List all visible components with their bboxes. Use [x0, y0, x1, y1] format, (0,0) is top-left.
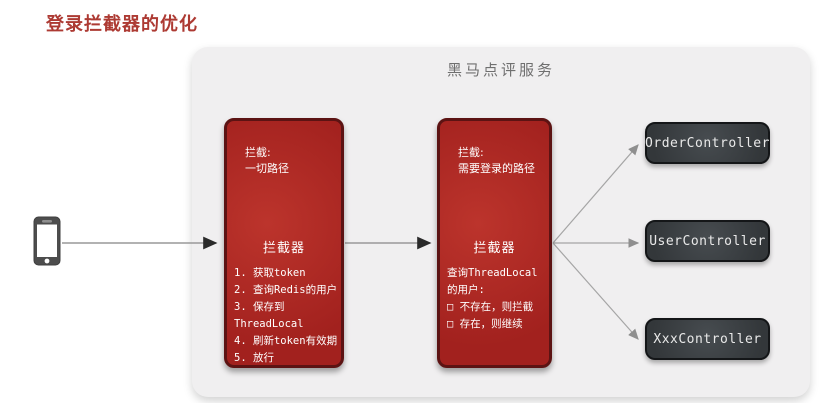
- xxx-controller-box: XxxController: [645, 318, 770, 360]
- interceptor-box-1: 拦截: 一切路径 拦截器 1. 获取token 2. 查询Redis的用户 3.…: [224, 118, 344, 368]
- smartphone-icon: [33, 216, 61, 266]
- interceptor-1-steps: 1. 获取token 2. 查询Redis的用户 3. 保存到ThreadLoc…: [234, 267, 338, 364]
- page-title: 登录拦截器的优化: [46, 14, 198, 35]
- interceptor-2-title: 拦截器: [473, 241, 516, 256]
- service-title: 黑马点评服务: [446, 61, 555, 79]
- interceptor-2-scope: 拦截: 需要登录的路径: [458, 146, 535, 175]
- user-controller-box: UserController: [645, 220, 770, 262]
- interceptor-1-title: 拦截器: [262, 241, 305, 256]
- interceptor-1-scope: 拦截: 一切路径: [245, 146, 289, 175]
- interceptor-box-2: 拦截: 需要登录的路径 拦截器 查询ThreadLocal 的用户: □ 不存在…: [437, 118, 552, 368]
- interceptor-2-logic: 查询ThreadLocal 的用户: □ 不存在，则拦截 □ 存在，则继续: [447, 267, 538, 330]
- order-controller-box: OrderController: [645, 122, 770, 164]
